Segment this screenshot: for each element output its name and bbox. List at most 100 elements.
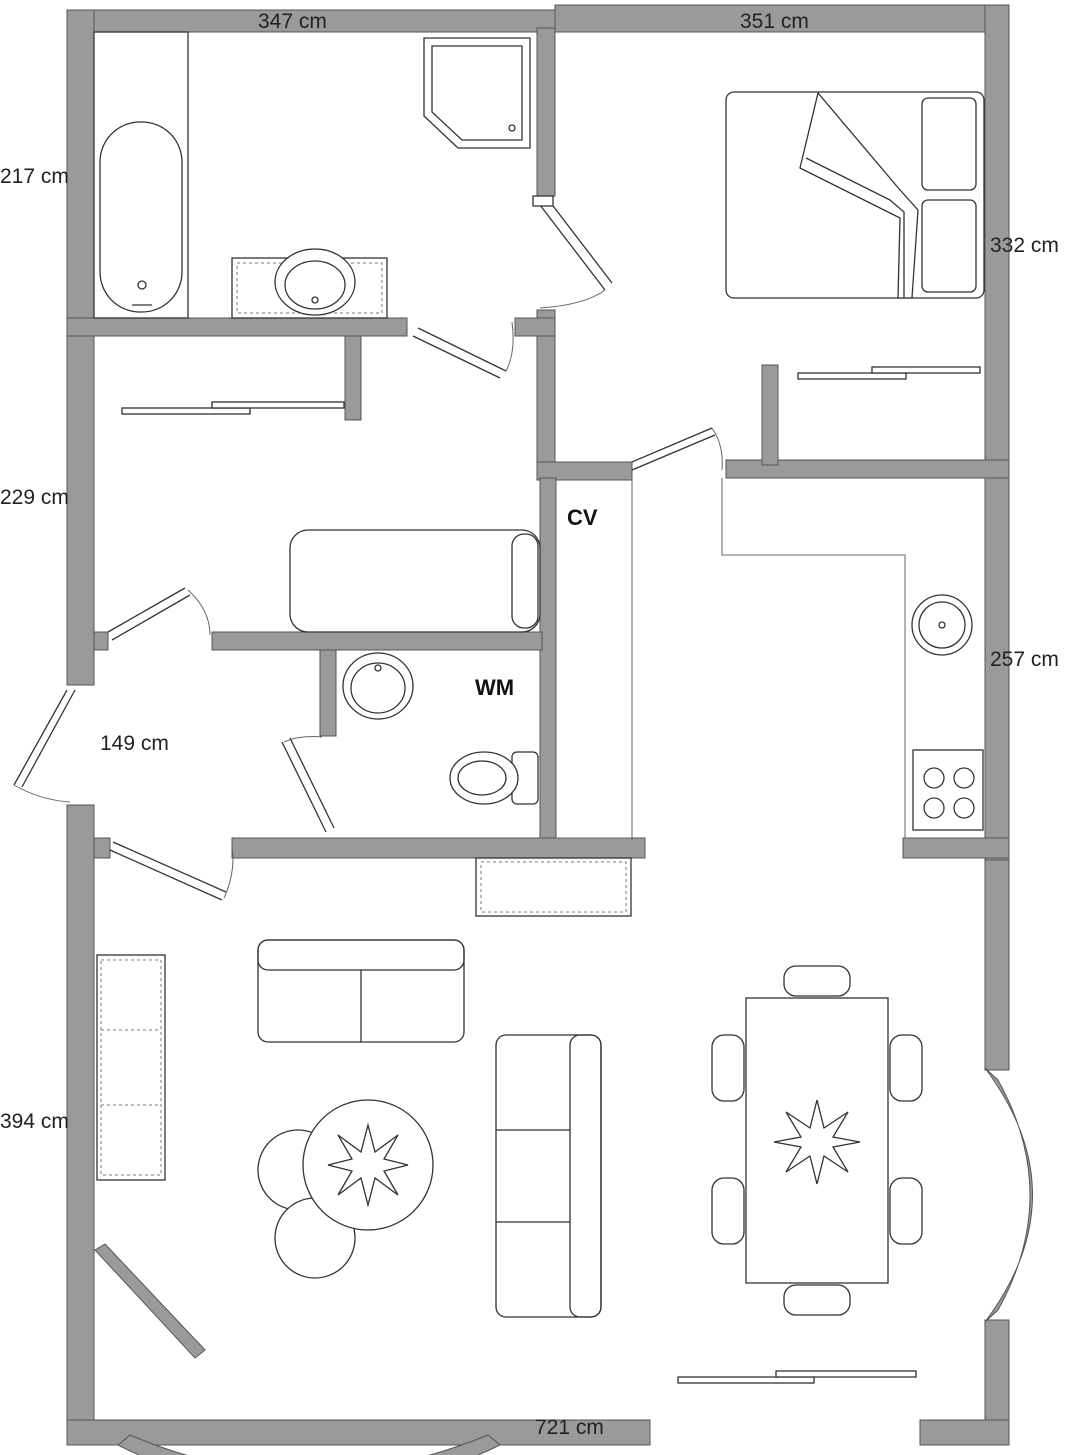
hob <box>912 749 984 831</box>
wall-bed-bottom-b <box>725 459 1010 479</box>
toilet-seat <box>457 760 507 796</box>
kitchen-sink <box>911 594 973 656</box>
wall-left-upper <box>66 9 95 686</box>
hob-ring-2 <box>953 767 975 789</box>
door-room2-leaf <box>412 335 501 379</box>
single-bed-pillow <box>511 533 539 629</box>
room-tags: CV WM <box>475 505 598 700</box>
wall-bottom-left <box>66 1419 651 1446</box>
door-entrance-leaf <box>13 689 68 786</box>
kitchen-sink-bowl <box>918 601 966 649</box>
wall-bath-bottom-a <box>66 317 408 337</box>
door-room2-leaf-b <box>417 327 507 372</box>
door-living-swing <box>223 844 234 899</box>
pillow-1 <box>921 97 977 191</box>
walls <box>66 4 1010 1446</box>
slider-room2-a <box>121 407 251 415</box>
sideboard-inner <box>480 861 627 913</box>
bay-window-right <box>984 1067 1033 1323</box>
living-fixtures <box>94 857 923 1359</box>
chair-bottom <box>783 1284 851 1316</box>
bathtub-drain <box>137 280 147 290</box>
sliding-doors <box>121 366 981 1384</box>
wall-right-lower-a <box>984 859 1010 1071</box>
wall-top-right <box>554 4 1010 33</box>
chair-right-2 <box>889 1177 923 1245</box>
label-wm: WM <box>475 675 514 700</box>
dim-left-lower: 394 cm <box>0 1110 69 1133</box>
door-bath-leaf-b <box>546 197 613 284</box>
door-living-leaf <box>109 849 223 901</box>
bath-basin-tap <box>311 296 319 304</box>
wall-bottom-right <box>919 1419 1010 1446</box>
door-hall-room2-leaf-b <box>111 594 191 641</box>
label-cv: CV <box>567 505 598 530</box>
door-living-leaf-b <box>112 841 227 893</box>
doors <box>13 195 723 901</box>
wc-basin-bowl <box>350 662 406 714</box>
coffee-table-flower <box>327 1122 409 1208</box>
slider-patio-b <box>775 1370 917 1378</box>
door-bath-leaf <box>539 204 606 291</box>
dim-top-left: 347 cm <box>258 10 327 33</box>
dim-right-upper: 332 cm <box>990 234 1059 257</box>
dim-left-middle: 229 cm <box>0 486 69 509</box>
coffee-table <box>302 1099 434 1231</box>
door-hall-room2-leaf <box>107 587 186 633</box>
door-wc-leaf-b <box>289 737 335 829</box>
shower-tray <box>423 37 531 149</box>
kitchen-counter <box>721 478 906 838</box>
kitchen-fixtures <box>911 594 984 831</box>
wc-basin-tap <box>374 664 382 672</box>
hob-ring-3 <box>923 797 945 819</box>
door-hall-room2-swing <box>187 589 211 636</box>
room2-fixtures <box>289 529 541 633</box>
bay-window-bottom <box>117 1434 501 1455</box>
door-entrance-swing <box>13 784 71 803</box>
duvet-fold-line <box>805 157 905 298</box>
wall-hall-stub <box>93 837 111 859</box>
hob-ring-1 <box>923 767 945 789</box>
dining-table <box>745 997 889 1284</box>
door-wc-swing <box>283 736 323 743</box>
single-bed <box>289 529 541 633</box>
television <box>94 1243 206 1359</box>
shower-tray-inner <box>431 45 523 141</box>
wall-bath-bottom-b <box>514 317 556 337</box>
bedroom-fixtures <box>725 91 985 299</box>
door-room2-swing <box>505 321 514 372</box>
slider-bed-b <box>871 366 981 374</box>
wall-cv-left <box>539 477 557 841</box>
wall-room-wc-stub <box>93 631 109 651</box>
dim-bottom: 721 cm <box>535 1416 604 1439</box>
dim-top-right: 351 cm <box>740 10 809 33</box>
wall-bed-bottom-a <box>536 461 633 481</box>
sofa-large-back <box>569 1034 602 1318</box>
door-bed-leaf <box>631 427 713 463</box>
wall-wc-left <box>319 649 337 737</box>
wall-corridor-bottom <box>231 837 646 859</box>
wall-stub-wardrobe <box>344 335 362 421</box>
door-wc-leaf <box>281 741 327 833</box>
slider-room2-b <box>211 401 345 409</box>
chair-top <box>783 965 851 997</box>
left-cabinet <box>96 954 166 1181</box>
dining-table-flower <box>773 1099 861 1185</box>
dim-left-upper: 217 cm <box>0 165 69 188</box>
chair-right-1 <box>889 1034 923 1102</box>
dimension-labels: 347 cm 351 cm 217 cm 332 cm 229 cm 257 c… <box>0 10 1059 1439</box>
slider-bed-a <box>797 372 907 380</box>
door-bed-leaf-b <box>631 434 716 471</box>
door-bath-swing <box>539 289 606 309</box>
hob-ring-4 <box>953 797 975 819</box>
sofa-large <box>495 1034 602 1318</box>
bath-basin-bowl <box>284 260 346 310</box>
wall-kitchen-bottom <box>902 837 1010 859</box>
pillow-2 <box>921 199 977 293</box>
duvet-fold <box>799 91 919 299</box>
shower-drain <box>508 124 516 132</box>
chair-left-1 <box>711 1034 745 1102</box>
wall-bath-bed <box>536 27 556 197</box>
door-bed-swing <box>711 427 723 471</box>
